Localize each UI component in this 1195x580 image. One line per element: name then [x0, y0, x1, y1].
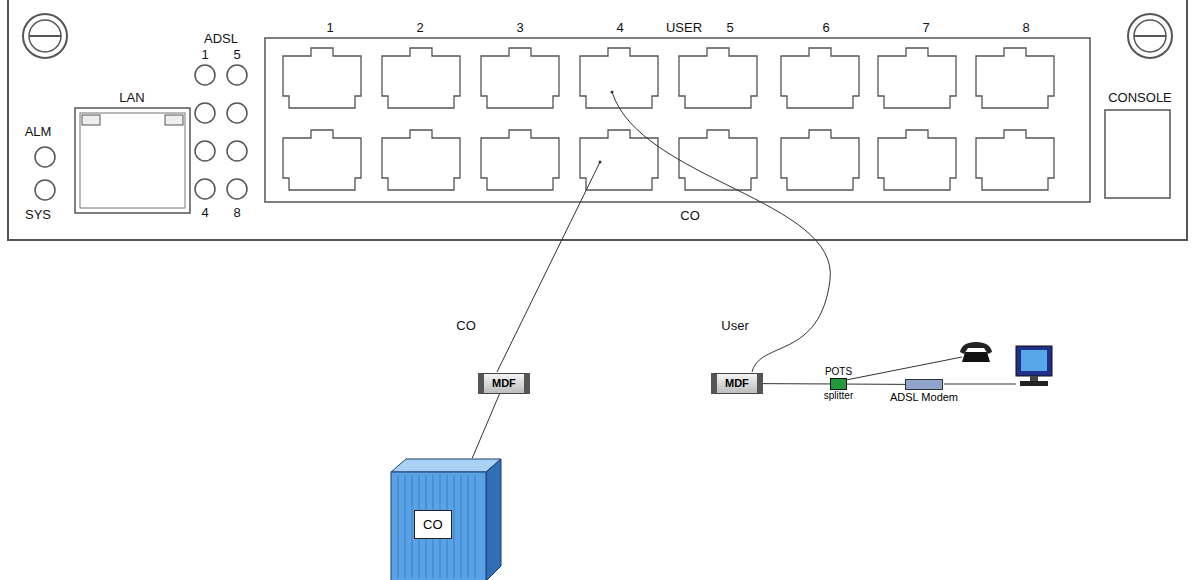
- lan-led: [165, 115, 183, 125]
- co-cabinet: CO: [390, 458, 502, 580]
- panel-label: 5: [232, 47, 241, 62]
- rj-port: [878, 48, 956, 108]
- panel-label: USER: [665, 20, 703, 35]
- telephone-icon: [960, 342, 992, 362]
- adsl-modem: ADSL Modem: [905, 379, 943, 390]
- splitter-label: splitter: [824, 390, 853, 402]
- panel-label: CO: [455, 318, 477, 333]
- panel-label: User: [720, 318, 749, 333]
- rj-port: [781, 130, 859, 190]
- panel-label: ALM: [24, 124, 53, 139]
- mdf-frame: MDF: [478, 373, 530, 394]
- panel-label: CONSOLE: [1107, 90, 1173, 105]
- panel-label: ADSL: [203, 31, 239, 46]
- console-port: [1105, 110, 1170, 198]
- computer-icon: [1016, 346, 1052, 386]
- rj-port: [283, 130, 361, 190]
- panel-label: 8: [1021, 20, 1030, 35]
- adsl-leds: [195, 65, 247, 199]
- rj-ports: [283, 48, 1054, 190]
- pc-wire: [944, 384, 1016, 385]
- modem-label: ADSL Modem: [890, 391, 958, 403]
- cabinet-label: CO: [414, 510, 452, 539]
- rj-port: [481, 48, 559, 108]
- screw-slot: [1134, 35, 1166, 37]
- port-block: [265, 38, 1090, 202]
- led: [35, 147, 55, 167]
- panel-label: LAN: [118, 90, 145, 105]
- panel-label: 6: [821, 20, 830, 35]
- led: [227, 141, 247, 161]
- mdf-label: MDF: [725, 377, 749, 389]
- user-wire: [612, 92, 830, 372]
- connector-line: [847, 384, 905, 385]
- mdf-label: MDF: [492, 377, 516, 389]
- led: [195, 179, 215, 199]
- screw: [23, 14, 67, 58]
- screw: [1134, 20, 1166, 52]
- led: [195, 141, 215, 161]
- led: [195, 103, 215, 123]
- screw: [29, 20, 61, 52]
- rj-port: [580, 48, 658, 108]
- lan-port: [80, 113, 185, 208]
- panel-label: 5: [725, 20, 734, 35]
- panel-label: SYS: [24, 207, 52, 222]
- rj-port: [976, 130, 1054, 190]
- panel-label: 4: [200, 205, 209, 220]
- rj-port: [679, 130, 757, 190]
- led: [35, 180, 55, 200]
- mdf-frame: MDF: [711, 373, 763, 394]
- led: [227, 179, 247, 199]
- panel-label: 1: [325, 20, 334, 35]
- panel-housing: [8, 0, 1187, 240]
- rj-port: [679, 48, 757, 108]
- panel-label: 4: [615, 20, 624, 35]
- led: [195, 65, 215, 85]
- splitter-label: POTS: [825, 366, 852, 378]
- screw-slot: [29, 35, 61, 37]
- rj-port: [781, 48, 859, 108]
- rj-port: [382, 48, 460, 108]
- lan-led: [82, 115, 100, 125]
- rj-port: [878, 130, 956, 190]
- screw: [1128, 14, 1172, 58]
- co-wire: [497, 162, 600, 372]
- rj-port: [481, 130, 559, 190]
- phone-wire: [846, 357, 962, 380]
- rj-port: [976, 48, 1054, 108]
- rj-port: [283, 48, 361, 108]
- led: [227, 65, 247, 85]
- led: [227, 103, 247, 123]
- rj-port: [382, 130, 460, 190]
- wire-end: [599, 161, 602, 164]
- panel-label: CO: [679, 208, 701, 223]
- panel-label: 3: [515, 20, 524, 35]
- connector-line: [472, 394, 499, 458]
- connector-line: [763, 383, 830, 384]
- panel-label: 2: [415, 20, 424, 35]
- panel-label: 7: [921, 20, 930, 35]
- rj-port: [580, 130, 658, 190]
- lan-port: [75, 108, 190, 213]
- panel-label: 8: [232, 205, 241, 220]
- panel-label: 1: [200, 47, 209, 62]
- wire-end: [611, 91, 614, 94]
- pots-splitter: POTSsplitter: [830, 378, 847, 390]
